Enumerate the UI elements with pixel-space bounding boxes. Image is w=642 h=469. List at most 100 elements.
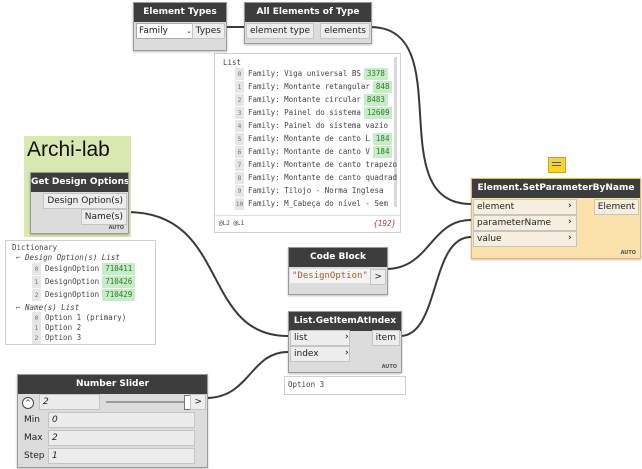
list-item-text: Family: Montante retangular — [248, 82, 370, 91]
element-output-port[interactable]: Element — [593, 199, 639, 215]
slider-value-field[interactable]: 2 — [39, 394, 100, 410]
list-item-text: Family: Montante circular — [248, 95, 361, 104]
code-output-port[interactable]: > — [370, 269, 386, 285]
auto-badge: AUTO — [108, 225, 124, 231]
element-id-badge[interactable]: 184 — [372, 146, 393, 158]
element-id-badge[interactable]: 710426 — [102, 276, 136, 288]
max-label: Max — [24, 433, 43, 443]
list-item-text: Family: M_Cabeça do nível - Sem — [248, 199, 388, 208]
element-type-dropdown[interactable]: Family ⌄ — [136, 23, 196, 39]
node-title: Element.SetParameterByName — [472, 179, 640, 198]
node-title: Element Types — [134, 3, 226, 22]
list-item: 1 Option 2 — [32, 322, 81, 334]
list-item-text: Option 3 — [45, 333, 82, 342]
preview-footer-count: {192} — [373, 219, 396, 228]
slider-expand-button[interactable]: ^ — [22, 397, 34, 409]
dropdown-value: Family — [139, 26, 168, 36]
get-item-node[interactable]: List.GetItemAtIndex list › index › item … — [288, 311, 402, 373]
list-item-text: Family: Montante de canto trapezo — [248, 160, 398, 169]
value-input-port[interactable]: value — [473, 231, 577, 247]
dict-group-names: ⌐ Name(s) List — [16, 302, 79, 314]
parametername-input-port[interactable]: parameterName — [473, 215, 577, 231]
min-field[interactable]: 0 — [48, 412, 195, 428]
dict-header: Dictionary — [12, 243, 58, 252]
list-index: 8 — [235, 172, 244, 184]
dict-group-design: ⌐ Design Option(s) List — [16, 252, 120, 264]
list-index: 1 — [32, 276, 41, 288]
list-index: 2 — [32, 289, 41, 301]
element-id-badge[interactable]: 184 — [372, 133, 393, 145]
names-output-port[interactable]: Name(s) — [80, 209, 127, 225]
item-output-port[interactable]: item — [371, 330, 400, 346]
list-index: 1 — [235, 81, 244, 93]
types-output-port[interactable]: Types — [191, 23, 225, 39]
auto-badge: AUTO — [620, 250, 636, 256]
chevron-right-icon: › — [568, 233, 572, 243]
node-title: Code Block — [289, 248, 387, 267]
element-type-input-port[interactable]: element type — [246, 23, 315, 39]
comment-icon[interactable] — [548, 157, 566, 173]
list-item-text: DesignOption — [45, 264, 100, 273]
index-input-port[interactable]: index — [290, 346, 350, 362]
number-slider-node[interactable]: Number Slider ^ 2 > Min 0 Max 2 Step 1 — [17, 374, 208, 468]
group-label: Design Option(s) List — [25, 253, 120, 262]
get-design-options-node[interactable]: Get Design Options Design Option(s) Name… — [30, 172, 129, 234]
code-block-node[interactable]: Code Block "DesignOption"; > — [288, 247, 388, 295]
slider-output-port[interactable]: > — [190, 394, 206, 410]
element-id-badge[interactable]: 8483 — [363, 94, 388, 106]
design-options-output-port[interactable]: Design Option(s) — [43, 193, 127, 209]
list-index: 1 — [32, 322, 41, 334]
list-index: 0 — [32, 312, 41, 324]
elements-output-port[interactable]: elements — [320, 23, 370, 39]
step-field[interactable]: 1 — [48, 448, 195, 464]
element-id-badge[interactable]: 12609 — [363, 107, 393, 119]
list-index: 10 — [235, 198, 244, 210]
node-title: Number Slider — [18, 375, 207, 394]
list-index: 2 — [32, 332, 41, 344]
list-item-text: Family: Montante de canto V — [248, 147, 370, 156]
element-id-badge[interactable]: 710429 — [102, 289, 136, 301]
tree-branch-icon: ⌐ — [16, 303, 21, 312]
list-index: 2 — [235, 94, 244, 106]
get-item-preview[interactable]: Option 3 — [284, 376, 406, 395]
list-item-text: Family: Tilojo - Norma Inglesa — [248, 186, 384, 195]
all-elements-node[interactable]: All Elements of Type element type elemen… — [244, 2, 372, 44]
element-id-badge[interactable]: 710411 — [102, 263, 136, 275]
element-input-port[interactable]: element — [473, 199, 577, 215]
element-id-badge[interactable]: 848 — [372, 81, 393, 93]
element-types-node[interactable]: Element Types Family ⌄ Types — [133, 2, 227, 51]
node-title: All Elements of Type — [245, 3, 371, 22]
code-editor[interactable]: "DesignOption"; — [290, 269, 374, 283]
auto-badge: AUTO — [381, 364, 397, 370]
list-index: 4 — [235, 120, 244, 132]
wire-slider-to-index — [205, 351, 289, 399]
slider-track[interactable] — [106, 401, 190, 403]
list-item: 2 Option 3 — [32, 332, 81, 344]
step-label: Step — [24, 451, 45, 461]
list-item-text: Family: Painel do sistema — [248, 108, 361, 117]
list-input-port[interactable]: list — [290, 330, 350, 346]
node-title: List.GetItemAtIndex — [289, 312, 401, 331]
preview-value: Option 3 — [288, 380, 325, 389]
list-index: 5 — [235, 133, 244, 145]
list-item-text: Family: Viga universal BS — [248, 69, 361, 78]
code-text: "DesignOption"; — [292, 271, 374, 281]
list-index: 9 — [235, 185, 244, 197]
preview-scrollbar[interactable] — [394, 57, 397, 207]
max-field[interactable]: 2 — [48, 430, 195, 446]
set-parameter-node[interactable]: Element.SetParameterByName element › par… — [471, 157, 641, 259]
list-item-text: DesignOption — [45, 290, 100, 299]
element-id-badge[interactable]: 3378 — [363, 68, 388, 80]
list-index: 0 — [32, 263, 41, 275]
list-item-text: Option 2 — [45, 323, 82, 332]
